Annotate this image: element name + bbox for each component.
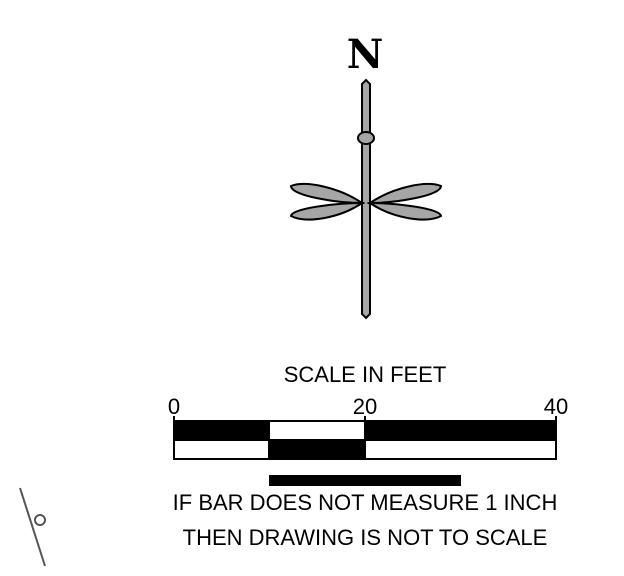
scale-segment-top-2 [365,421,556,440]
north-letter: N [347,31,384,78]
north-arrow: N [289,31,443,320]
north-arrow-right-blade-lower [366,201,443,221]
scale-tick-20: 20 [353,394,377,419]
scale-note-line-1: IF BAR DOES NOT MEASURE 1 INCH [173,490,558,515]
scale-tick-40: 40 [544,394,568,419]
scale-note-line-2: THEN DRAWING IS NOT TO SCALE [183,525,548,550]
scale-title: SCALE IN FEET [284,362,447,387]
scale-segment-top-1 [174,421,269,440]
north-arrow-right-blade-upper [366,182,443,205]
scale-tick-0: 0 [168,394,180,419]
one-inch-reference-bar [269,475,461,486]
scale-segment-bottom-1 [269,440,365,459]
north-arrow-left-blade-upper [289,182,366,205]
lollipop-symbol [19,487,46,567]
north-arrow-left-blade-lower [289,201,366,221]
north-arrow-shaft [361,78,371,320]
scale-bar: SCALE IN FEET 0 20 40 [168,362,568,460]
north-arrow-knob [357,131,375,145]
